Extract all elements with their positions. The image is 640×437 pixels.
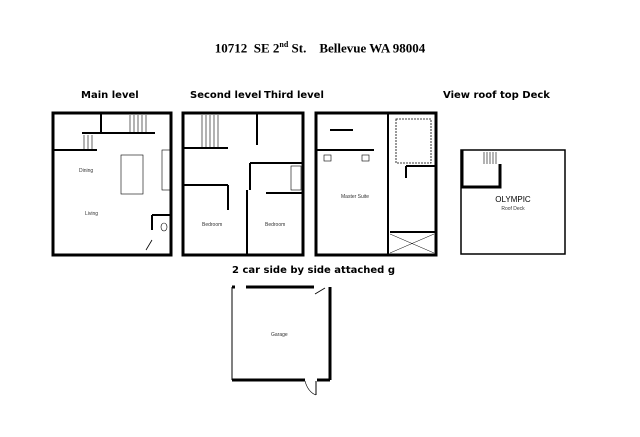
roof-deck-sublabel: Roof Deck [501, 206, 525, 212]
address-title: 10712 SE 2nd St. Bellevue WA 98004 [0, 40, 640, 56]
room-master-suite: Master Suite [341, 194, 369, 200]
second-level-plan [181, 111, 305, 257]
room-dining: Dining [79, 168, 93, 174]
second-level-label: Second level [190, 90, 262, 101]
third-level-plan [314, 111, 438, 257]
garage-plan [231, 285, 332, 396]
street-suffix: nd [279, 40, 289, 49]
roof-deck-plan [460, 149, 566, 255]
main-level-plan [51, 111, 173, 257]
garage-label: 2 car side by side attached g [232, 265, 395, 276]
roof-deck-label: View roof top Deck [443, 90, 550, 101]
room-bedroom-1: Bedroom [202, 222, 222, 228]
roof-deck-name: OLYMPIC [495, 195, 531, 204]
main-level-label: Main level [81, 90, 139, 101]
room-bedroom-2: Bedroom [265, 222, 285, 228]
street-type: St. [291, 40, 307, 56]
house-number: 10712 [214, 40, 248, 56]
room-garage: Garage [271, 332, 288, 338]
room-living: Living [85, 211, 98, 217]
city-state-zip: Bellevue WA 98004 [319, 40, 426, 56]
street-name: SE 2 [253, 40, 280, 56]
third-level-label: Third level [264, 90, 324, 101]
